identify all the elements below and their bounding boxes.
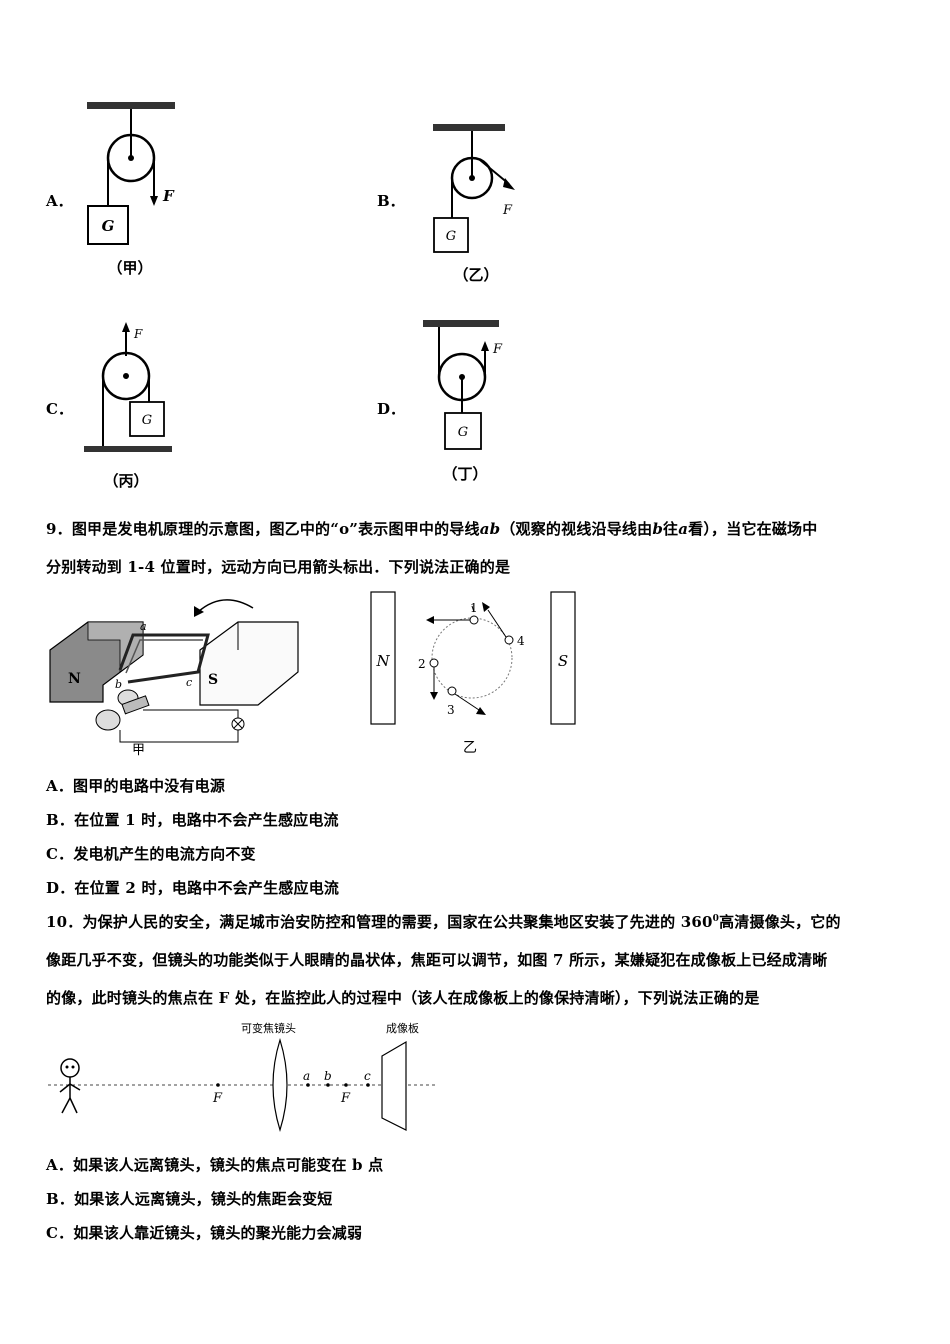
pulley-figure-d: F G （丁） bbox=[423, 320, 503, 483]
force-label: F bbox=[133, 327, 143, 341]
pulley-figure-c: F G （丙） bbox=[84, 322, 172, 490]
position-1-label: 1 bbox=[470, 601, 478, 615]
q9-stem-text: （观察的视线沿导线由 bbox=[500, 520, 653, 538]
weight-label: G bbox=[102, 217, 115, 235]
q9-stem-text: 看），当它在磁场中 bbox=[688, 520, 818, 538]
q9-stem-line1: 9．图甲是发电机原理的示意图，图乙中的“o”表示图甲中的导线ab（观察的视线沿导… bbox=[46, 518, 817, 539]
weight-label: G bbox=[446, 229, 456, 244]
pulley-figure-b: F G （乙） bbox=[433, 124, 515, 284]
q9-option-c: C．发电机产生的电流方向不变 bbox=[46, 845, 256, 863]
rotation-positions-figure: N S 1 4 2 3 乙 bbox=[370, 591, 576, 756]
q10-degree-sup: 0 bbox=[712, 914, 720, 924]
q9-var-a: a bbox=[678, 520, 689, 538]
q9-var-ab: ab bbox=[479, 520, 501, 538]
q10-stem-text: 10．为保护人民的安全，满足城市治安防控和管理的需要，国家在公共聚集地区安装了先… bbox=[46, 913, 713, 931]
q10-option-c: C．如果该人靠近镜头，镜头的聚光能力会减弱 bbox=[46, 1224, 363, 1242]
s-pole-label: S bbox=[558, 652, 568, 670]
pulley-figure-a: F G （甲） bbox=[87, 102, 175, 277]
q10-option-a: A．如果该人远离镜头，镜头的焦点可能变在 b 点 bbox=[46, 1156, 384, 1174]
weight-label: G bbox=[142, 413, 152, 428]
q10-stem-text: 高清摄像头，它的 bbox=[719, 913, 841, 931]
q9-option-d: D．在位置 2 时，电路中不会产生感应电流 bbox=[46, 879, 340, 897]
q9-stem-text: 往 bbox=[663, 520, 679, 538]
figure-caption: 乙 bbox=[463, 740, 477, 756]
position-4-label: 4 bbox=[517, 634, 525, 648]
lens-label: 可变焦镜头 bbox=[241, 1021, 296, 1035]
focus-right-label: F bbox=[340, 1091, 351, 1106]
option-a-letter: A． bbox=[46, 192, 73, 210]
q9-var-b: b bbox=[652, 520, 664, 538]
wire-a-label: a bbox=[140, 620, 147, 633]
option-c-letter: C． bbox=[46, 400, 73, 418]
weight-label: G bbox=[458, 425, 468, 440]
point-a-label: a bbox=[303, 1069, 310, 1083]
position-2-label: 2 bbox=[418, 657, 426, 671]
q9-stem-line2: 分别转动到 1-4 位置时，远动方向已用箭头标出．下列说法正确的是 bbox=[46, 558, 511, 576]
option-d-letter: D． bbox=[377, 400, 406, 418]
point-b-label: b bbox=[324, 1069, 332, 1083]
s-pole-label: S bbox=[208, 672, 218, 688]
force-label: F bbox=[162, 187, 175, 205]
q10-stem-line3: 的像，此时镜头的焦点在 F 处，在监控此人的过程中（该人在成像板上的像保持清晰）… bbox=[46, 989, 760, 1007]
n-pole-label: N bbox=[68, 671, 81, 687]
q9-option-a: A．图甲的电路中没有电源 bbox=[46, 777, 226, 795]
wire-b-label: b bbox=[115, 678, 122, 691]
board-label: 成像板 bbox=[386, 1021, 419, 1035]
position-3-label: 3 bbox=[447, 703, 455, 717]
figure-caption: （甲） bbox=[107, 259, 152, 277]
q9-option-b: B．在位置 1 时，电路中不会产生感应电流 bbox=[46, 811, 339, 829]
figure-caption: （乙） bbox=[453, 266, 498, 284]
figure-caption: （丙） bbox=[103, 472, 148, 490]
force-label: F bbox=[492, 342, 503, 357]
figure-caption: 甲 bbox=[132, 743, 145, 758]
focus-left-label: F bbox=[212, 1091, 223, 1106]
wire-c-label: c bbox=[186, 676, 192, 689]
figure-caption: （丁） bbox=[442, 465, 487, 483]
lens-figure: 可变焦镜头 成像板 F a b F c bbox=[48, 1021, 436, 1133]
n-pole-label: N bbox=[375, 652, 390, 670]
q10-stem-line1: 10．为保护人民的安全，满足城市治安防控和管理的需要，国家在公共聚集地区安装了先… bbox=[46, 911, 841, 932]
option-b-letter: B． bbox=[377, 192, 405, 210]
q10-option-b: B．如果该人远离镜头，镜头的焦距会变短 bbox=[46, 1190, 333, 1208]
force-label: F bbox=[502, 203, 513, 218]
point-c-label: c bbox=[364, 1069, 371, 1083]
generator-figure: N S a b c 甲 bbox=[49, 599, 299, 758]
q10-stem-line2: 像距几乎不变，但镜头的功能类似于人眼睛的晶状体，焦距可以调节，如图 7 所示，某… bbox=[46, 951, 828, 969]
q9-stem-text: 9．图甲是发电机原理的示意图，图乙中的“o”表示图甲中的导线 bbox=[46, 520, 480, 538]
